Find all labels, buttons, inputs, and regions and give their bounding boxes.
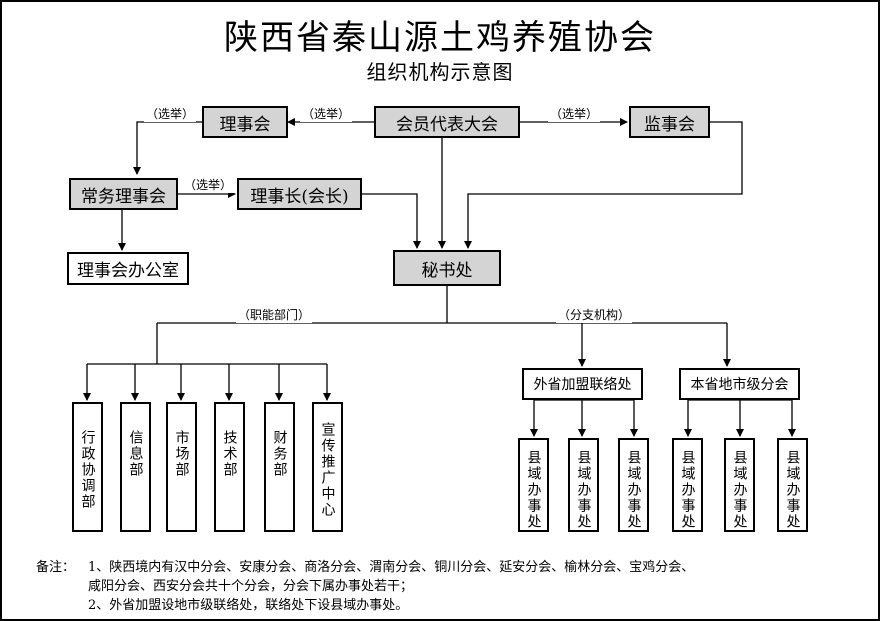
dept-tech: 技术部 [214,402,245,532]
dept-market: 市场部 [166,402,197,532]
label-elect-chairman: （选举） [182,176,235,193]
dept-admin: 行政协调部 [72,402,103,532]
node-supervisory: 监事会 [629,106,710,138]
county-office-4: 县域办事处 [672,438,703,532]
notes-line-2: 咸阳分会、西安分会共十个分会，分会下属办事处若干； [88,579,414,594]
county-office-6: 县域办事处 [777,438,808,532]
edge-council-standing [133,121,202,175]
node-congress: 会员代表大会 [374,106,520,138]
notes-line-3: 2、外省加盟设地市级联络处，联络处下设县域办事处。 [88,598,409,613]
county-office-1: 县域办事处 [518,438,549,532]
node-provincial-branch: 本省地市级分会 [679,368,800,400]
node-secretariat: 秘书处 [393,250,501,286]
county-office-3: 县域办事处 [618,438,649,532]
node-external-liaison: 外省加盟联络处 [522,368,643,400]
county-office-5: 县域办事处 [724,438,755,532]
county-office-2: 县域办事处 [568,438,599,532]
label-branch: （分支机构） [556,306,633,323]
label-elect-council: （选举） [144,105,197,122]
label-elect-supervisory: （选举） [548,105,601,122]
dept-publicity: 宣传推广中心 [312,402,343,532]
edge-supervisory-secretariat [464,121,743,249]
node-chairman: 理事长(会长) [237,178,362,210]
node-council: 理事会 [202,106,288,138]
node-council-office: 理事会办公室 [67,252,189,285]
notes-label: 备注： [36,560,76,575]
subtitle: 组织机构示意图 [366,60,514,84]
edge-chairman-secretariat [362,193,421,249]
node-standing-council: 常务理事会 [69,178,178,210]
dept-info: 信息部 [120,402,151,532]
label-elect-congress: （选举） [300,105,353,122]
notes-line-1: 1、陕西境内有汉中分会、安康分会、商洛分会、渭南分会、铜川分会、延安分会、榆林分… [88,560,695,575]
dept-finance: 财务部 [264,402,295,532]
label-functional: （职能部门） [236,306,313,323]
main-title: 陕西省秦山源土鸡养殖协会 [224,18,656,58]
